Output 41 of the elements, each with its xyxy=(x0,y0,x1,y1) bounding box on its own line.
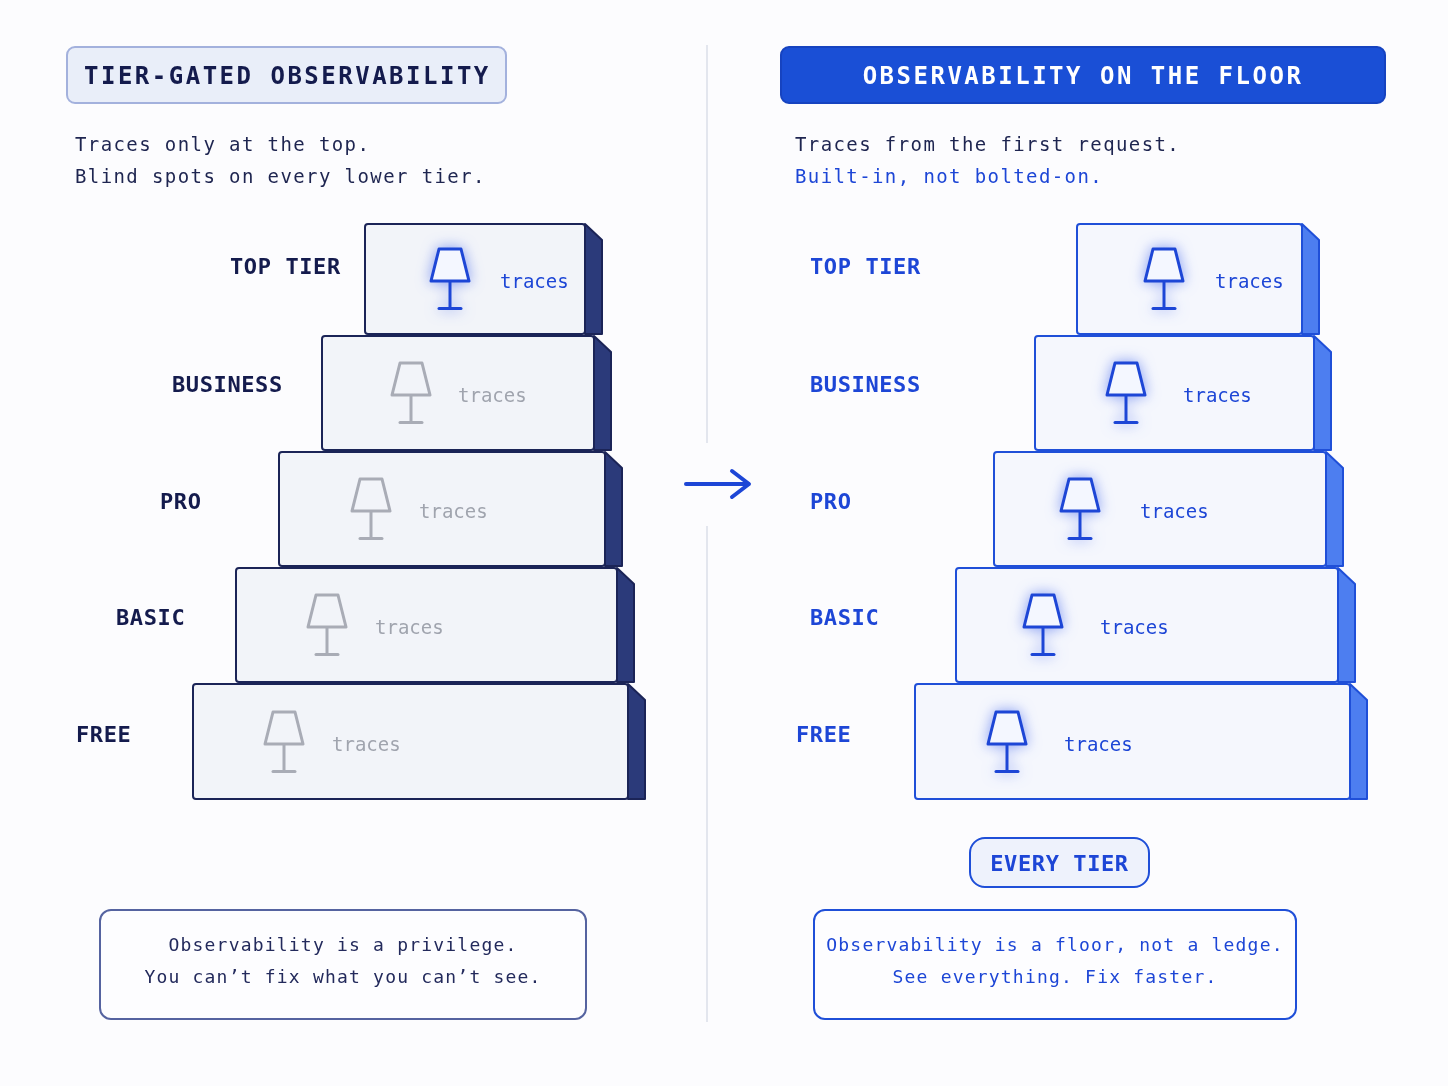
title-banner xyxy=(780,46,1386,104)
tier-name: TOP TIER xyxy=(810,253,921,281)
step-block xyxy=(914,683,1368,800)
tier-name: TOP TIER xyxy=(230,253,341,281)
subtitle-text: Traces only at the top. xyxy=(75,132,371,157)
tier-label: traces xyxy=(375,615,444,639)
title-text: OBSERVABILITY ON THE FLOOR xyxy=(862,60,1304,91)
step-block xyxy=(955,567,1356,683)
tier-name: PRO xyxy=(810,488,852,516)
tier-name: BUSINESS xyxy=(810,371,921,399)
tier-name: BASIC xyxy=(116,604,186,632)
title-banner xyxy=(66,46,507,104)
subtitle-text: Traces from the first request. xyxy=(795,132,1181,157)
note-text: Observability is a floor, not a ledge. xyxy=(826,933,1284,957)
tier-label: traces xyxy=(1100,615,1169,639)
step-block xyxy=(1076,223,1320,335)
tier-pill xyxy=(969,837,1150,888)
note-box xyxy=(813,909,1297,1020)
tier-label: traces xyxy=(1215,269,1284,293)
note-text: You can’t fix what you can’t see. xyxy=(144,965,542,989)
note-text: Observability is a privilege. xyxy=(168,933,518,957)
tier-label: traces xyxy=(500,269,569,293)
subtitle-text: Built-in, not bolted-on. xyxy=(795,164,1104,189)
tier-label: traces xyxy=(419,499,488,523)
tier-label: traces xyxy=(1183,383,1252,407)
tier-name: BASIC xyxy=(810,604,880,632)
subtitle-text: Blind spots on every lower tier. xyxy=(75,164,486,189)
tier-name: BUSINESS xyxy=(172,371,283,399)
step-block xyxy=(1034,335,1332,451)
tier-label: traces xyxy=(1140,499,1209,523)
tier-label: traces xyxy=(458,383,527,407)
tier-name: PRO xyxy=(160,488,202,516)
pill-text: EVERY TIER xyxy=(990,849,1129,878)
tier-label: traces xyxy=(1064,732,1133,756)
step-block xyxy=(993,451,1344,567)
title-text: TIER-GATED OBSERVABILITY xyxy=(84,60,491,91)
note-box xyxy=(99,909,587,1020)
tier-name: FREE xyxy=(76,721,132,749)
note-text: See everything. Fix faster. xyxy=(892,965,1218,989)
tier-label: traces xyxy=(332,732,401,756)
tier-name: FREE xyxy=(796,721,852,749)
